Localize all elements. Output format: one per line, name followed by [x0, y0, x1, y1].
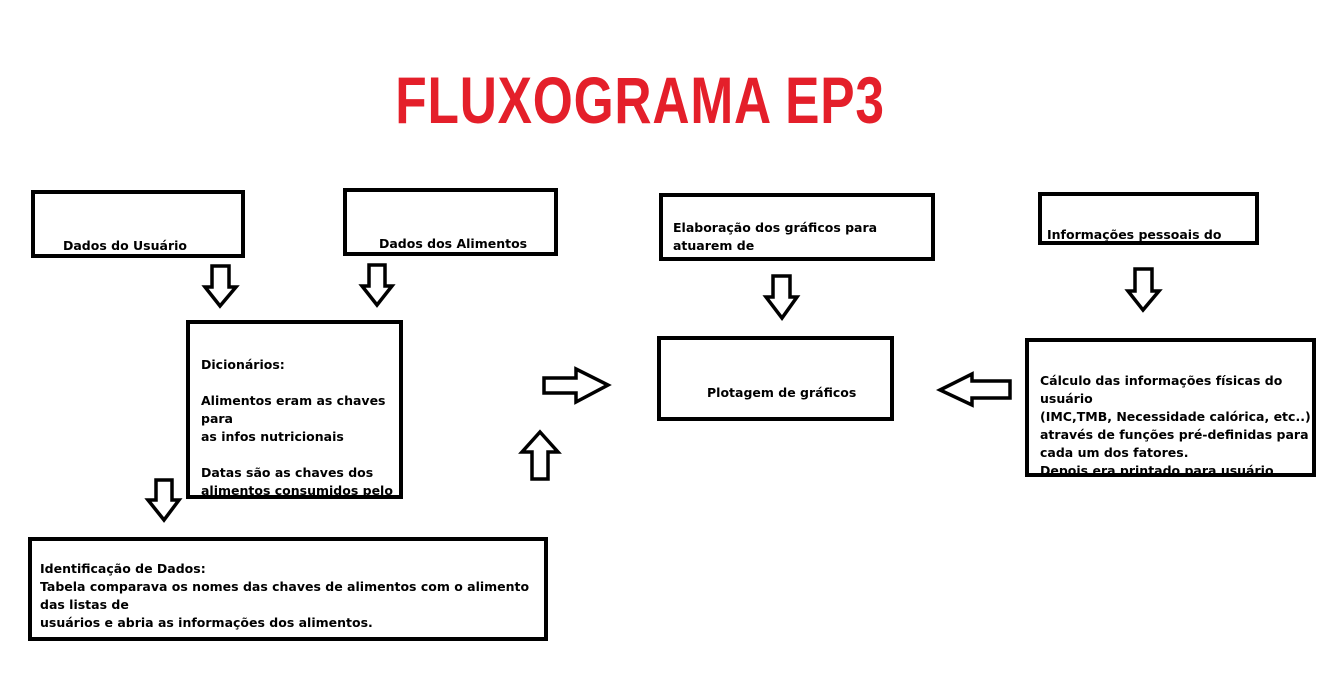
arrow-left-icon — [935, 371, 1012, 408]
box-plotagem-de-graficos: Plotagem de gráficos — [657, 336, 894, 421]
box-dicionarios: Dicionários: Alimentos eram as chaves pa… — [186, 320, 403, 499]
arrow-down-icon — [201, 264, 240, 309]
box-label: Dados do Usuário — [63, 238, 187, 253]
box-label: Dicionários: Alimentos eram as chaves pa… — [201, 357, 393, 498]
box-label: Elaboração dos gráficos para atuarem de … — [673, 220, 923, 257]
box-label: Informações pessoais do usuário — [1047, 227, 1222, 242]
arrow-down-icon — [144, 478, 183, 523]
arrow-up-icon — [518, 429, 562, 481]
box-label: Cálculo das informações físicas do usuár… — [1040, 373, 1311, 477]
box-label: Identificação de Dados: Tabela comparava… — [40, 561, 530, 630]
box-dados-dos-alimentos: Dados dos Alimentos — [343, 188, 558, 256]
arrow-down-icon — [358, 263, 396, 308]
box-calculo-informacoes-fisicas: Cálculo das informações físicas do usuár… — [1025, 338, 1316, 477]
arrow-down-icon — [1124, 267, 1163, 313]
box-label: Dados dos Alimentos — [379, 236, 528, 251]
box-informacoes-pessoais: Informações pessoais do usuário — [1038, 192, 1259, 245]
box-label: Plotagem de gráficos — [707, 385, 857, 400]
arrow-down-icon — [762, 274, 801, 321]
box-identificacao-de-dados: Identificação de Dados: Tabela comparava… — [28, 537, 548, 641]
arrow-right-icon — [542, 366, 612, 405]
box-dados-do-usuario: Dados do Usuário — [31, 190, 245, 258]
diagram-title: FLUXOGRAMA EP3 — [395, 63, 885, 137]
box-elaboracao-graficos: Elaboração dos gráficos para atuarem de … — [659, 193, 935, 261]
